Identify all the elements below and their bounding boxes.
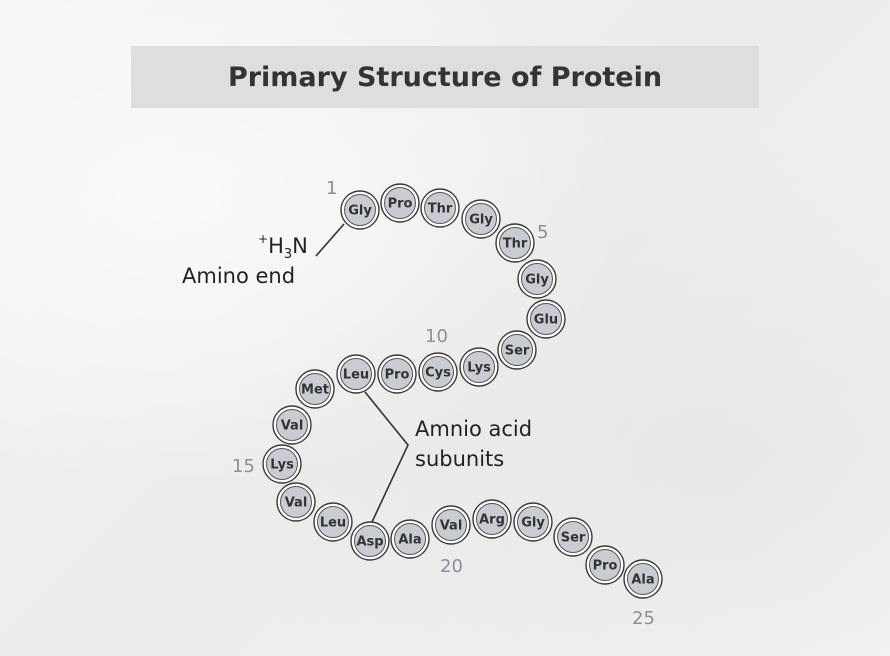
amino-end-label: Amino end xyxy=(182,264,295,288)
bead-label: Val xyxy=(440,519,463,534)
formula-subscript: 3 xyxy=(284,247,292,262)
amino-acid-bead-17: Leu xyxy=(313,502,353,542)
bead-fill xyxy=(463,351,495,383)
amino-acid-bead-9: Lys xyxy=(459,347,499,387)
amino-acid-bead-5: Thr xyxy=(495,223,535,263)
subunits-label-line1: Amnio acid xyxy=(415,417,532,441)
bead-label: Ser xyxy=(505,344,530,359)
bead-fill xyxy=(354,525,386,557)
amino-end-formula: +H3N xyxy=(258,232,308,262)
title-banner: Primary Structure of Protein xyxy=(131,46,759,108)
bead-label: Met xyxy=(301,383,329,398)
bead-fill xyxy=(476,503,508,535)
amino-acid-bead-4: Gly xyxy=(461,199,501,239)
amino-acid-bead-14: Val xyxy=(272,405,312,445)
bead-label: Arg xyxy=(479,513,505,528)
amino-acid-bead-13: Met xyxy=(295,369,335,409)
bead-fill xyxy=(276,409,308,441)
bead-label: Leu xyxy=(320,516,346,531)
amino-acid-bead-21: Arg xyxy=(472,499,512,539)
bead-label: Pro xyxy=(593,559,618,574)
bead-label: Gly xyxy=(348,204,372,219)
bead-label: Leu xyxy=(343,368,369,383)
bead-fill xyxy=(280,486,312,518)
bead-label: Lys xyxy=(270,458,294,473)
bead-label: Gly xyxy=(469,213,493,228)
bead-label: Ala xyxy=(631,573,654,588)
position-label-20: 20 xyxy=(440,556,463,577)
amino-acid-bead-2: Pro xyxy=(380,183,420,223)
amino-acid-bead-10: Cys xyxy=(418,352,458,392)
amino-acid-bead-22: Gly xyxy=(513,502,553,542)
bead-label: Asp xyxy=(356,535,383,550)
bead-fill xyxy=(394,523,426,555)
bead-fill xyxy=(424,192,456,224)
bead-fill xyxy=(422,356,454,388)
bead-fill xyxy=(266,448,298,480)
bead-fill xyxy=(384,187,416,219)
bead-label: Pro xyxy=(388,197,413,212)
amino-acid-bead-23: Ser xyxy=(553,517,593,557)
amino-acid-bead-3: Thr xyxy=(420,188,460,228)
position-label-1: 1 xyxy=(326,178,337,199)
subunits-leader-line xyxy=(364,391,409,523)
amino-acid-bead-16: Val xyxy=(276,482,316,522)
bead-fill xyxy=(589,549,621,581)
bead-fill xyxy=(381,358,413,390)
amino-acid-bead-12: Leu xyxy=(336,354,376,394)
page-title: Primary Structure of Protein xyxy=(227,61,663,93)
bead-fill xyxy=(435,509,467,541)
bead-fill xyxy=(627,563,659,595)
bead-label: Lys xyxy=(467,361,491,376)
amino-acid-bead-7: Glu xyxy=(526,299,566,339)
position-label-5: 5 xyxy=(537,222,548,243)
bead-fill xyxy=(299,373,331,405)
formula-hydrogen: H xyxy=(268,234,284,258)
amino-acid-bead-19: Ala xyxy=(390,519,430,559)
bead-fill xyxy=(465,203,497,235)
bead-fill xyxy=(557,521,589,553)
amino-end-leader-line xyxy=(315,223,345,257)
bead-label: Val xyxy=(285,496,308,511)
bead-label: Pro xyxy=(385,368,410,383)
bead-label: Val xyxy=(281,419,304,434)
bead-fill xyxy=(499,227,531,259)
bead-label: Ala xyxy=(398,533,421,548)
subunits-label-line2: subunits xyxy=(415,447,504,471)
amino-acid-bead-11: Pro xyxy=(377,354,417,394)
bead-label: Cys xyxy=(425,366,451,381)
position-label-10: 10 xyxy=(425,326,448,347)
amino-acid-bead-24: Pro xyxy=(585,545,625,585)
amino-acid-bead-18: Asp xyxy=(350,521,390,561)
position-label-25: 25 xyxy=(632,608,655,629)
bead-fill xyxy=(521,263,553,295)
bead-fill xyxy=(517,506,549,538)
position-label-15: 15 xyxy=(232,456,255,477)
amino-acid-bead-20: Val xyxy=(431,505,471,545)
formula-charge: + xyxy=(258,232,268,246)
bead-label: Thr xyxy=(503,237,528,252)
formula-nitrogen: N xyxy=(292,234,308,258)
bead-fill xyxy=(501,334,533,366)
amino-acid-bead-6: Gly xyxy=(517,259,557,299)
bead-label: Glu xyxy=(534,313,558,328)
bead-label: Gly xyxy=(525,273,549,288)
bead-fill xyxy=(340,358,372,390)
amino-acid-bead-15: Lys xyxy=(262,444,302,484)
bead-fill xyxy=(530,303,562,335)
amino-acid-bead-1: Gly xyxy=(340,190,380,230)
bead-fill xyxy=(344,194,376,226)
bead-label: Ser xyxy=(561,531,586,546)
amino-acid-bead-8: Ser xyxy=(497,330,537,370)
amino-acid-bead-25: Ala xyxy=(623,559,663,599)
bead-fill xyxy=(317,506,349,538)
bead-label: Gly xyxy=(521,516,545,531)
bead-label: Thr xyxy=(428,202,453,217)
